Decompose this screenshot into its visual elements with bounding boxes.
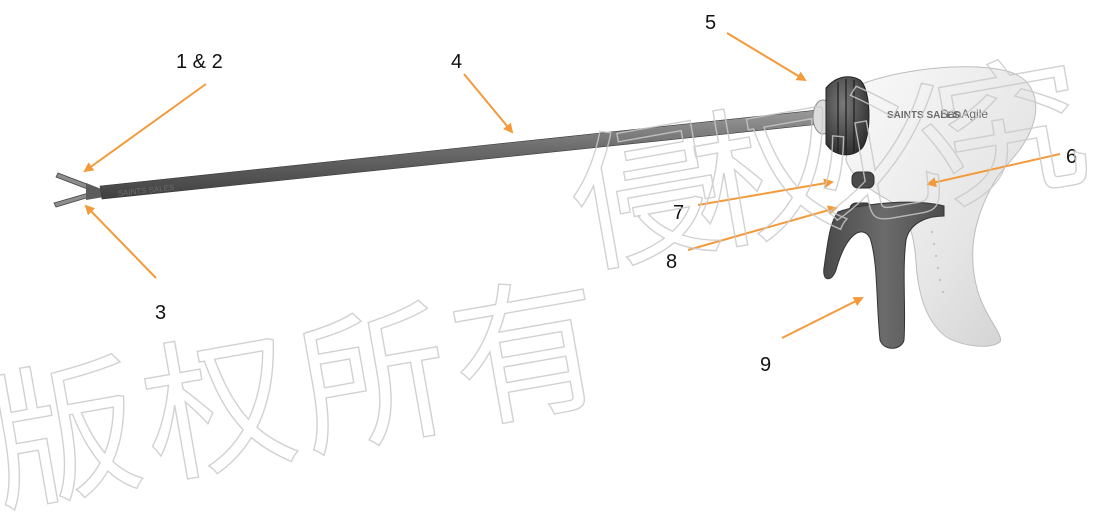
leader-arrows (83, 32, 1061, 339)
arrow-7 (697, 178, 834, 206)
label-9: 9 (760, 354, 771, 376)
arrow-5 (726, 32, 807, 82)
arrow-3 (84, 204, 157, 279)
label-6: 6 (1066, 146, 1077, 168)
label-7: 7 (673, 202, 684, 224)
label-1-2: 1 & 2 (176, 51, 223, 73)
arrow-6 (926, 153, 1061, 188)
label-4: 4 (451, 51, 462, 73)
label-3: 3 (155, 302, 166, 324)
brand-name: SanAgile (940, 107, 988, 121)
instrument: SAINTS SALES SAINTS SALES SanAgile (53, 66, 1037, 349)
watermark-left: 版权所有 (0, 256, 617, 526)
arrow-9 (781, 297, 864, 339)
labels: 1 & 2 3 4 5 6 7 8 9 (155, 12, 1077, 376)
rotation-knob (812, 76, 870, 156)
arrow-4 (463, 73, 514, 134)
jaws (53, 172, 104, 208)
top-button (851, 171, 875, 189)
label-8: 8 (666, 251, 677, 273)
arrow-1-2 (83, 83, 207, 173)
arrow-8 (687, 205, 838, 251)
label-5: 5 (705, 12, 716, 34)
brand-logo: SAINTS SALES (887, 110, 960, 121)
trigger (823, 201, 945, 349)
